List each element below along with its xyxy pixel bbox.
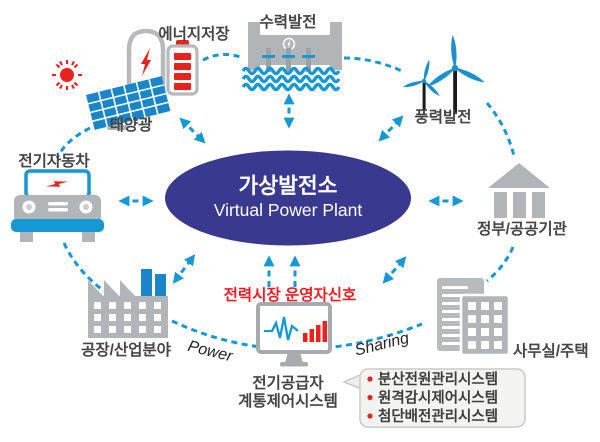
link-storage-hydro [202, 53, 244, 62]
government-building-icon [488, 163, 550, 218]
label-solar: 태양광 [110, 115, 153, 134]
lightning-bolt-icon [45, 181, 69, 187]
label-energy-storage: 에너지저장 [158, 25, 230, 43]
label-government: 정부/공공기관 [477, 220, 567, 238]
ring-connections [55, 53, 516, 351]
bullet-icon [367, 413, 373, 419]
label-offices: 사무실/주택 [513, 342, 589, 360]
label-supplier-line2: 계통제어시스템 [238, 391, 338, 410]
wind-turbine-icon [403, 35, 485, 114]
link-government-offices [486, 246, 515, 283]
callout-item-3: 첨단배전관리시스템 [378, 407, 498, 425]
arrow-factory-center [172, 254, 196, 284]
battery-icon [166, 40, 199, 96]
solar-panel-icon [86, 76, 171, 130]
office-buildings-icon [437, 278, 511, 357]
water-waves-icon [241, 66, 341, 92]
link-wind-government [485, 102, 516, 157]
label-operator-signal: 전력시장 운영자신호 [224, 285, 357, 304]
callout-item-1: 분산전원관리시스템 [378, 370, 498, 388]
label-ev: 전기자동차 [18, 152, 90, 170]
virtual-power-plant-ellipse: 가상발전소 Virtual Power Plant [165, 150, 411, 246]
electric-vehicle-icon [11, 169, 104, 242]
energy-storage-icon [126, 28, 166, 96]
bullet-icon [367, 394, 373, 401]
arrow-wind-center [378, 115, 404, 142]
label-factory: 공장/산업분야 [81, 341, 172, 359]
grid-control-monitor-icon [256, 302, 332, 367]
sun-icon [52, 60, 82, 90]
office-windows [468, 302, 502, 349]
systems-callout: 분산전원관리시스템 원격감시제어시스템 첨단배전관리시스템 [342, 368, 526, 428]
callout-item-2: 원격감시제어시스템 [378, 389, 498, 407]
link-power-sharing-curve [171, 319, 423, 351]
link-ev-factory [62, 242, 105, 293]
factory-icon [88, 269, 168, 338]
lightning-bolt-icon [141, 48, 151, 76]
hydro-dam-icon [241, 22, 342, 92]
link-hydro-wind [343, 56, 405, 74]
center-title-ko: 가상발전소 [239, 174, 338, 198]
bullet-icon [367, 376, 373, 382]
waveform-icon [264, 316, 299, 341]
bar-chart-icon [303, 321, 327, 342]
link-solar-ev [55, 126, 91, 159]
label-hydro: 수력발전 [259, 12, 316, 31]
node-labels: 에너지저장 수력발전 풍력발전 태양광 전기자동차 정부/공공기관 공장/산업분… [18, 12, 588, 410]
arrow-offices-center [382, 256, 407, 284]
spoke-arrows [118, 93, 464, 287]
label-wind: 풍력발전 [414, 107, 471, 126]
center-title-en: Virtual Power Plant [214, 200, 363, 220]
arrow-solar-center [179, 117, 206, 144]
factory-windows [94, 302, 161, 333]
label-supplier-line1: 전기공급자 [252, 374, 324, 392]
